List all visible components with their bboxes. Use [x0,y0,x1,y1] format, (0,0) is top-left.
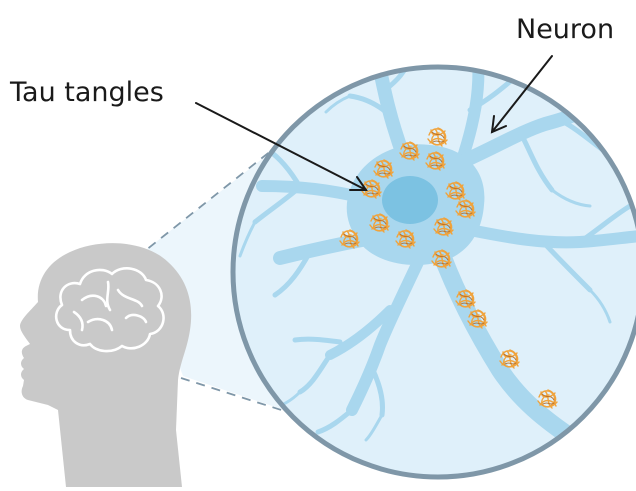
tau-tangles-label: Tau tangles [10,77,164,108]
neuron-label: Neuron [516,14,614,45]
neuron-nucleus [382,176,438,224]
head-silhouette-icon [20,243,191,487]
